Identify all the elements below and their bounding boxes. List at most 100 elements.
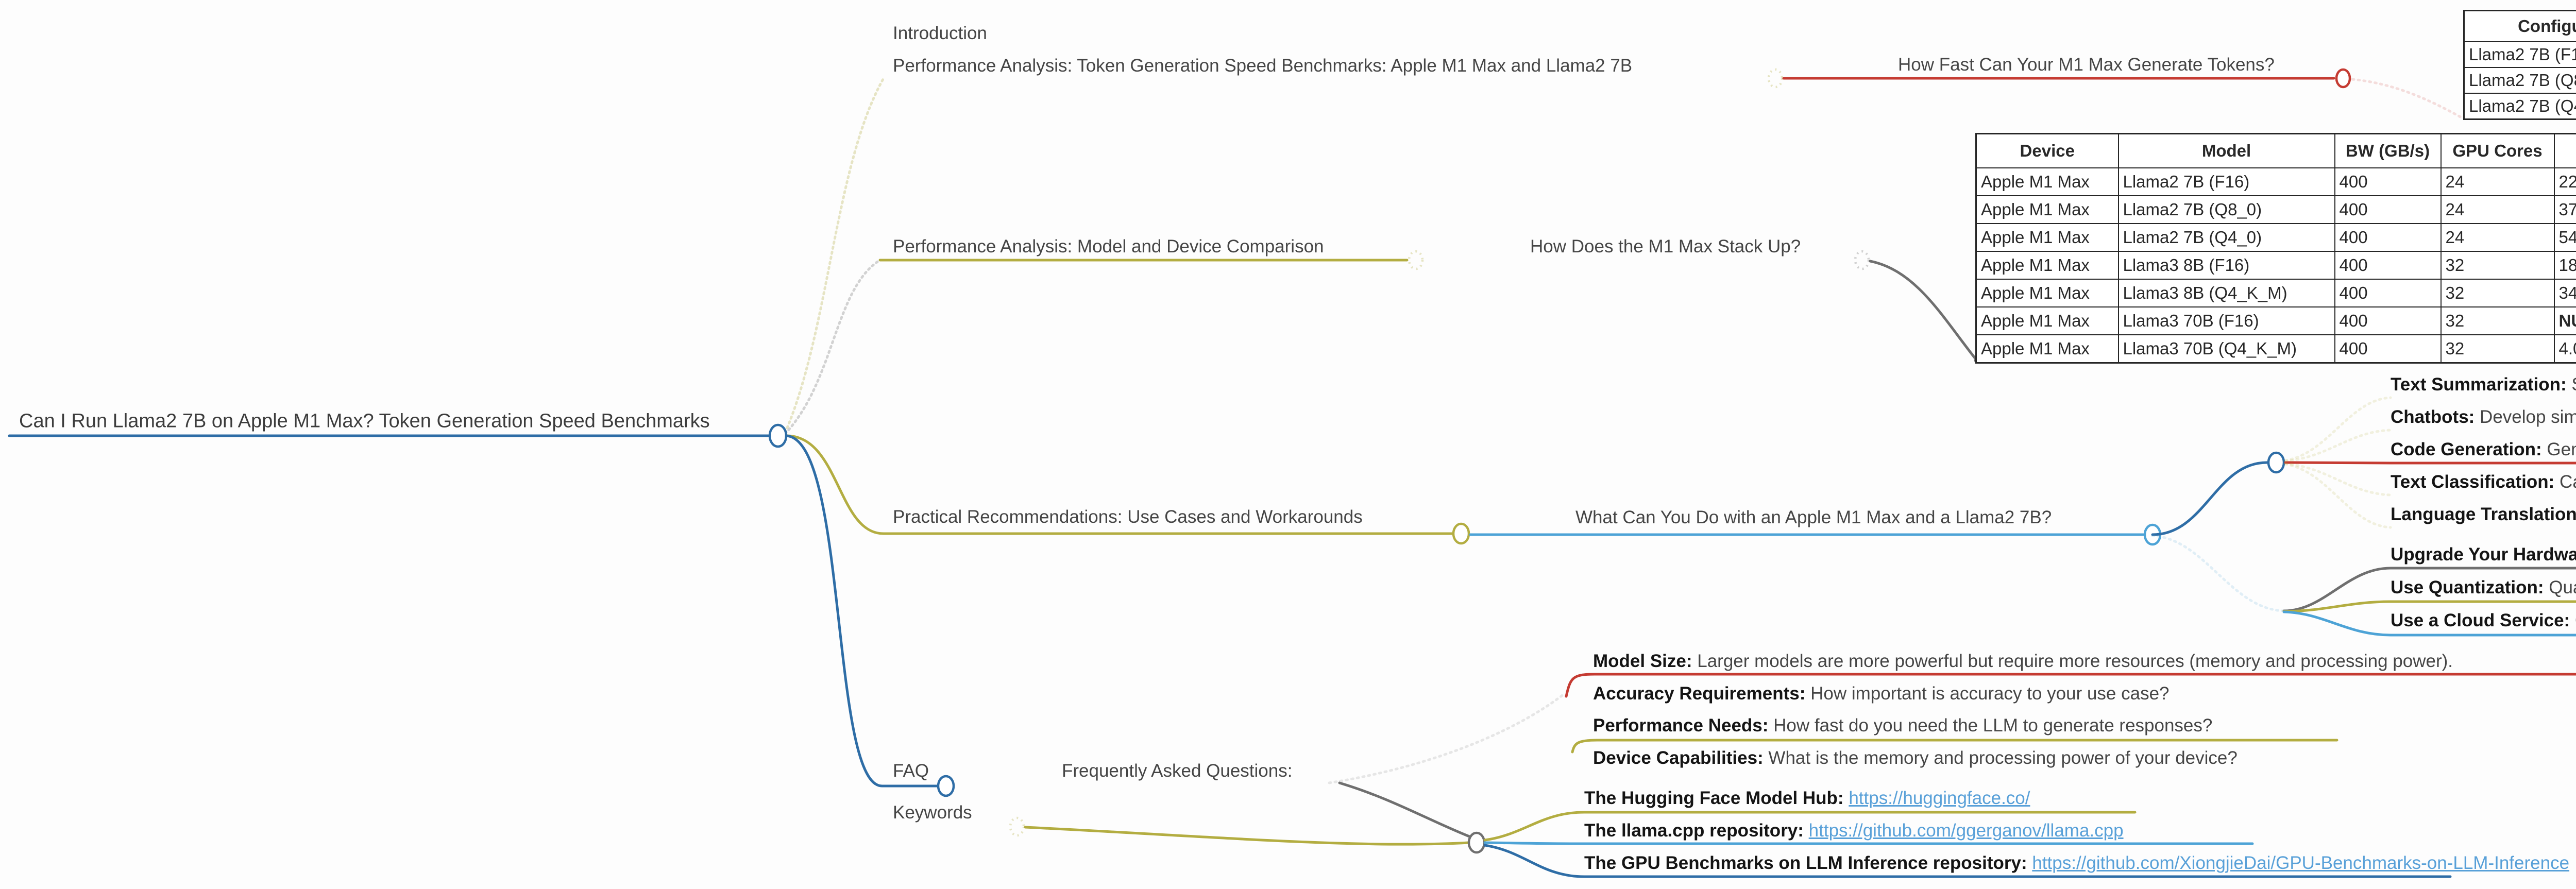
workarounds-item: Use a Cloud Service: Cloud providers lik… <box>2391 610 2576 631</box>
perf-token-circle[interactable] <box>1767 68 1784 89</box>
table-cell: Llama3 70B (Q4_K_M) <box>2117 334 2335 364</box>
node-keywords: Keywords <box>893 802 972 823</box>
link-what-can-use-cases <box>2151 461 2268 536</box>
faq-circle[interactable] <box>937 775 955 797</box>
link-use-case-4 <box>2284 462 2392 497</box>
table-cell: Llama2 7B (F16) <box>2463 41 2576 68</box>
table-cell: 400 <box>2334 167 2442 196</box>
table-cell: Llama3 8B (F16) <box>2117 251 2335 280</box>
item-text: Quantization can significantly improve p… <box>2549 577 2576 597</box>
item-text: How important is accuracy to your use ca… <box>1810 683 2170 704</box>
use_cases-item: Text Summarization: Summarize long artic… <box>2391 374 2576 395</box>
model-size-underline <box>1565 673 2576 698</box>
item-text: How fast do you need the LLM to generate… <box>1773 715 2213 736</box>
link-use-case-2 <box>2284 429 2392 463</box>
item-label: The GPU Benchmarks on LLM Inference repo… <box>1584 853 2032 873</box>
table-row: Llama2 7B (Q8_0)37.81 <box>2463 67 2576 94</box>
node-practical: Practical Recommendations: Use Cases and… <box>893 507 1363 527</box>
item-text: Larger models are more powerful but requ… <box>1697 651 2453 671</box>
table-cell: 37.81 <box>2553 195 2576 224</box>
use-cloud-underline <box>2282 610 2576 637</box>
item-label: Use a Cloud Service: <box>2391 610 2575 630</box>
link-freq-asked-junction <box>1338 781 1471 838</box>
table-cell: Apple M1 Max <box>1975 334 2119 364</box>
link-how-fast-config-table <box>2351 78 2465 120</box>
table-cell: 400 <box>2334 195 2442 224</box>
link3-underline <box>1483 844 2452 878</box>
keywords-circle[interactable] <box>1009 816 1025 837</box>
table-cell: 18.43 <box>2553 251 2576 280</box>
table-header: GPU Cores <box>2440 133 2555 168</box>
item-link[interactable]: https://github.com/ggerganov/llama.cpp <box>1808 820 2124 841</box>
table-cell: 34.49 <box>2553 279 2576 307</box>
table-row: Llama2 7B (Q4_0)54.61 <box>2463 93 2576 120</box>
link-use-case-1 <box>2284 396 2392 462</box>
considerations-item: Accuracy Requirements: How important is … <box>1593 683 2170 704</box>
item-label: The Hugging Face Model Hub: <box>1584 788 1849 808</box>
table-cell: 400 <box>2334 223 2442 252</box>
item-label: The llama.cpp repository: <box>1584 820 1809 841</box>
practical-circle[interactable] <box>1452 522 1470 545</box>
link-root-faq <box>785 434 938 788</box>
use-cases-circle[interactable] <box>2267 451 2285 474</box>
link-keywords-junction <box>1024 826 1470 846</box>
node-introduction: Introduction <box>893 23 987 43</box>
item-label: Device Capabilities: <box>1593 747 1769 768</box>
use_cases-item: Text Classification: Categorize text int… <box>2391 472 2576 492</box>
how-stack-circle[interactable] <box>1854 250 1870 270</box>
table-cell: 54.61 <box>2553 223 2576 252</box>
node-perf-model: Performance Analysis: Model and Device C… <box>893 236 1324 257</box>
table-cell: 32 <box>2440 251 2555 280</box>
table-cell: 400 <box>2334 334 2442 364</box>
item-label: Text Summarization: <box>2391 374 2572 395</box>
root-node-circle[interactable] <box>768 423 788 448</box>
table-cell: Llama3 70B (F16) <box>2117 306 2335 335</box>
table-cell: 22.55 <box>2553 167 2576 196</box>
item-label: Chatbots: <box>2391 407 2480 427</box>
links-item: The Hugging Face Model Hub: https://hugg… <box>1584 788 2030 809</box>
item-link[interactable]: https://huggingface.co/ <box>1849 788 2030 808</box>
workarounds-item: Use Quantization: Quantization can signi… <box>2391 577 2576 598</box>
use_cases-item: Language Translation: Translate short pi… <box>2391 504 2576 525</box>
table-cell: 400 <box>2334 279 2442 307</box>
table-cell: 32 <box>2440 306 2555 335</box>
use-quantization-underline <box>2282 600 2576 613</box>
table-cell: 24 <box>2440 167 2555 196</box>
table-header: Configuration <box>2463 10 2576 42</box>
item-text: Cloud providers like Google Cloud and Am… <box>2575 610 2576 630</box>
use_cases-item: Code Generation: Generate simple code sn… <box>2391 439 2576 460</box>
perf-model-circle[interactable] <box>1408 250 1424 270</box>
table-cell: Llama3 8B (Q4_K_M) <box>2117 279 2335 307</box>
table-header: Token Generation Speed (tokens/second) <box>2553 133 2576 168</box>
table-cell: Llama2 7B (Q8_0) <box>2463 67 2576 94</box>
faq-links-circle[interactable] <box>1467 831 1486 854</box>
node-how-stack: How Does the M1 Max Stack Up? <box>1530 236 1801 257</box>
table-cell: 400 <box>2334 306 2442 335</box>
config-table: ConfigurationToken Generation Speed (tok… <box>2463 10 2576 120</box>
table-cell: 4.09 <box>2553 334 2576 364</box>
considerations-item: Performance Needs: How fast do you need … <box>1593 715 2212 736</box>
table-header: Device <box>1975 133 2119 168</box>
table-cell: Llama2 7B (Q8_0) <box>2117 195 2335 224</box>
table-cell: Apple M1 Max <box>1975 167 2119 196</box>
link-root-perf-model <box>784 259 882 435</box>
link-root-perf-token <box>784 77 885 434</box>
table-cell: 400 <box>2334 251 2442 280</box>
item-text: Develop simple chatbots that respond to … <box>2480 407 2576 427</box>
link-use-case-5 <box>2284 463 2392 529</box>
item-label: Text Classification: <box>2391 472 2560 492</box>
table-cell: Apple M1 Max <box>1975 223 2119 252</box>
table-cell: Llama2 7B (Q4_0) <box>2117 223 2335 252</box>
item-label: Accuracy Requirements: <box>1593 683 1811 704</box>
item-label: Upgrade Your Hardware: <box>2391 544 2576 565</box>
workarounds-item: Upgrade Your Hardware: Consider a device… <box>2391 544 2576 565</box>
links-item: The GPU Benchmarks on LLM Inference repo… <box>1584 853 2569 874</box>
how-fast-circle[interactable] <box>2335 68 2351 89</box>
item-link[interactable]: https://github.com/XiongjieDai/GPU-Bench… <box>2032 853 2570 873</box>
table-cell: Apple M1 Max <box>1975 195 2119 224</box>
